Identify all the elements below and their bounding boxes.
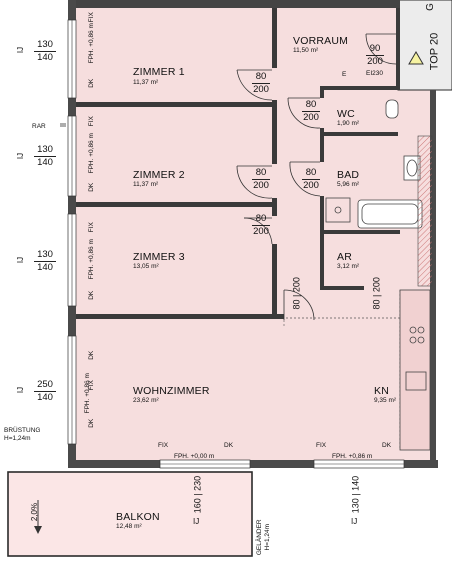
balcony-door-ij: IJ: [193, 517, 200, 526]
window-3-ij: IJ: [16, 256, 26, 264]
w3-fph: FPH. +0,86 m: [87, 239, 95, 280]
gelander-label: GELÄNDER: [255, 519, 263, 556]
window-4-ij: IJ: [16, 386, 26, 394]
bw1-fix: FIX: [158, 442, 169, 449]
balcony-door-dim: 160 | 230: [192, 475, 203, 514]
door-dim-wohn-right: 80 | 200: [371, 277, 382, 310]
room-wc-area: 1,90 m²: [337, 120, 360, 127]
gelander-height: H=1,24m: [263, 523, 271, 551]
wall-wc-bad: [320, 132, 398, 136]
w4-dk-bottom: DK: [87, 418, 95, 428]
bw2-fix: FIX: [316, 442, 327, 449]
room-wohnzimmer-name: WOHNZIMMER: [133, 385, 210, 397]
w1-fph: FPH. +0,86 m: [87, 23, 95, 64]
window-1-ij: IJ: [16, 46, 26, 54]
wall-z3-wohn: [76, 314, 284, 319]
rar-label: RAR: [32, 123, 46, 130]
apartment-fill: [72, 8, 435, 464]
room-zimmer-2-name: ZIMMER 2: [133, 169, 185, 181]
stair-area: [397, 0, 452, 91]
door-dim-wohn-left: 80 | 200: [291, 277, 302, 310]
bw2-fph: FPH. +0,86 m: [332, 453, 373, 460]
bw1-dk: DK: [224, 442, 234, 449]
room-bad-name: BAD: [337, 169, 360, 181]
room-balkon-area: 12,48 m²: [116, 523, 142, 530]
room-balkon-name: BALKON: [116, 511, 160, 523]
brustung-label: BRÜSTUNG: [4, 427, 41, 434]
w1-dk: DK: [87, 78, 95, 88]
wall-z1-z2: [76, 102, 276, 107]
balcony-window-dim: 130 | 140: [350, 475, 361, 514]
right-outer-wall: [430, 90, 436, 468]
balcony-window-ij: IJ: [351, 517, 358, 526]
stair-g-label: G: [425, 3, 436, 11]
w2-dk: DK: [87, 182, 95, 192]
w4-dk-top: DK: [87, 350, 95, 360]
balcony-fill: [7, 471, 253, 557]
room-kn-area: 9,35 m²: [374, 397, 397, 404]
entrance-e-label: E: [342, 71, 347, 78]
brustung-height: H=1,24m: [4, 435, 31, 442]
bw1-fph: FPH. +0,00 m: [174, 453, 215, 460]
wall-wc-left: [320, 90, 324, 98]
wc-bowl: [385, 99, 399, 119]
stair-arrow: [408, 51, 424, 65]
room-vorraum-area: 11,50 m²: [293, 47, 319, 54]
room-vorraum-name: VORRAUM: [293, 35, 349, 47]
top-wall: [68, 0, 400, 8]
room-zimmer-3-name: ZIMMER 3: [133, 251, 185, 263]
entrance-ei-label: EI230: [366, 70, 383, 77]
shaft: [417, 135, 433, 287]
kitchen-counter: [399, 289, 431, 451]
room-ar-area: 3,12 m²: [337, 263, 360, 270]
bw2-dk: DK: [382, 442, 392, 449]
room-wohnzimmer-area: 23,62 m²: [133, 397, 159, 404]
room-zimmer-1-area: 11,37 m²: [133, 79, 159, 86]
room-ar-name: AR: [337, 251, 352, 263]
room-zimmer-2-area: 11,37 m²: [133, 181, 159, 188]
wall-stair-side: [396, 8, 400, 90]
wall-rooms-right: [272, 8, 277, 68]
room-zimmer-3-area: 13,05 m²: [133, 263, 159, 270]
w2-fph: FPH. +0,86 m: [87, 133, 95, 174]
room-bad-area: 5,96 m²: [337, 181, 360, 188]
room-wc-name: WC: [337, 108, 355, 120]
wall-bad-ar: [320, 230, 400, 234]
w3-dk: DK: [87, 290, 95, 300]
bottom-outer-wall: [68, 460, 438, 468]
window-2-ij: IJ: [16, 152, 26, 160]
top-label: TOP 20: [428, 32, 441, 71]
room-zimmer-1-name: ZIMMER 1: [133, 66, 185, 78]
wall-vorraum-wc: [320, 86, 398, 90]
balcony-slope: 2,0%: [30, 502, 39, 522]
room-kn-name: KN: [374, 385, 389, 397]
wall-z2-z3: [76, 202, 276, 207]
wall-ar-bottom: [320, 286, 364, 290]
